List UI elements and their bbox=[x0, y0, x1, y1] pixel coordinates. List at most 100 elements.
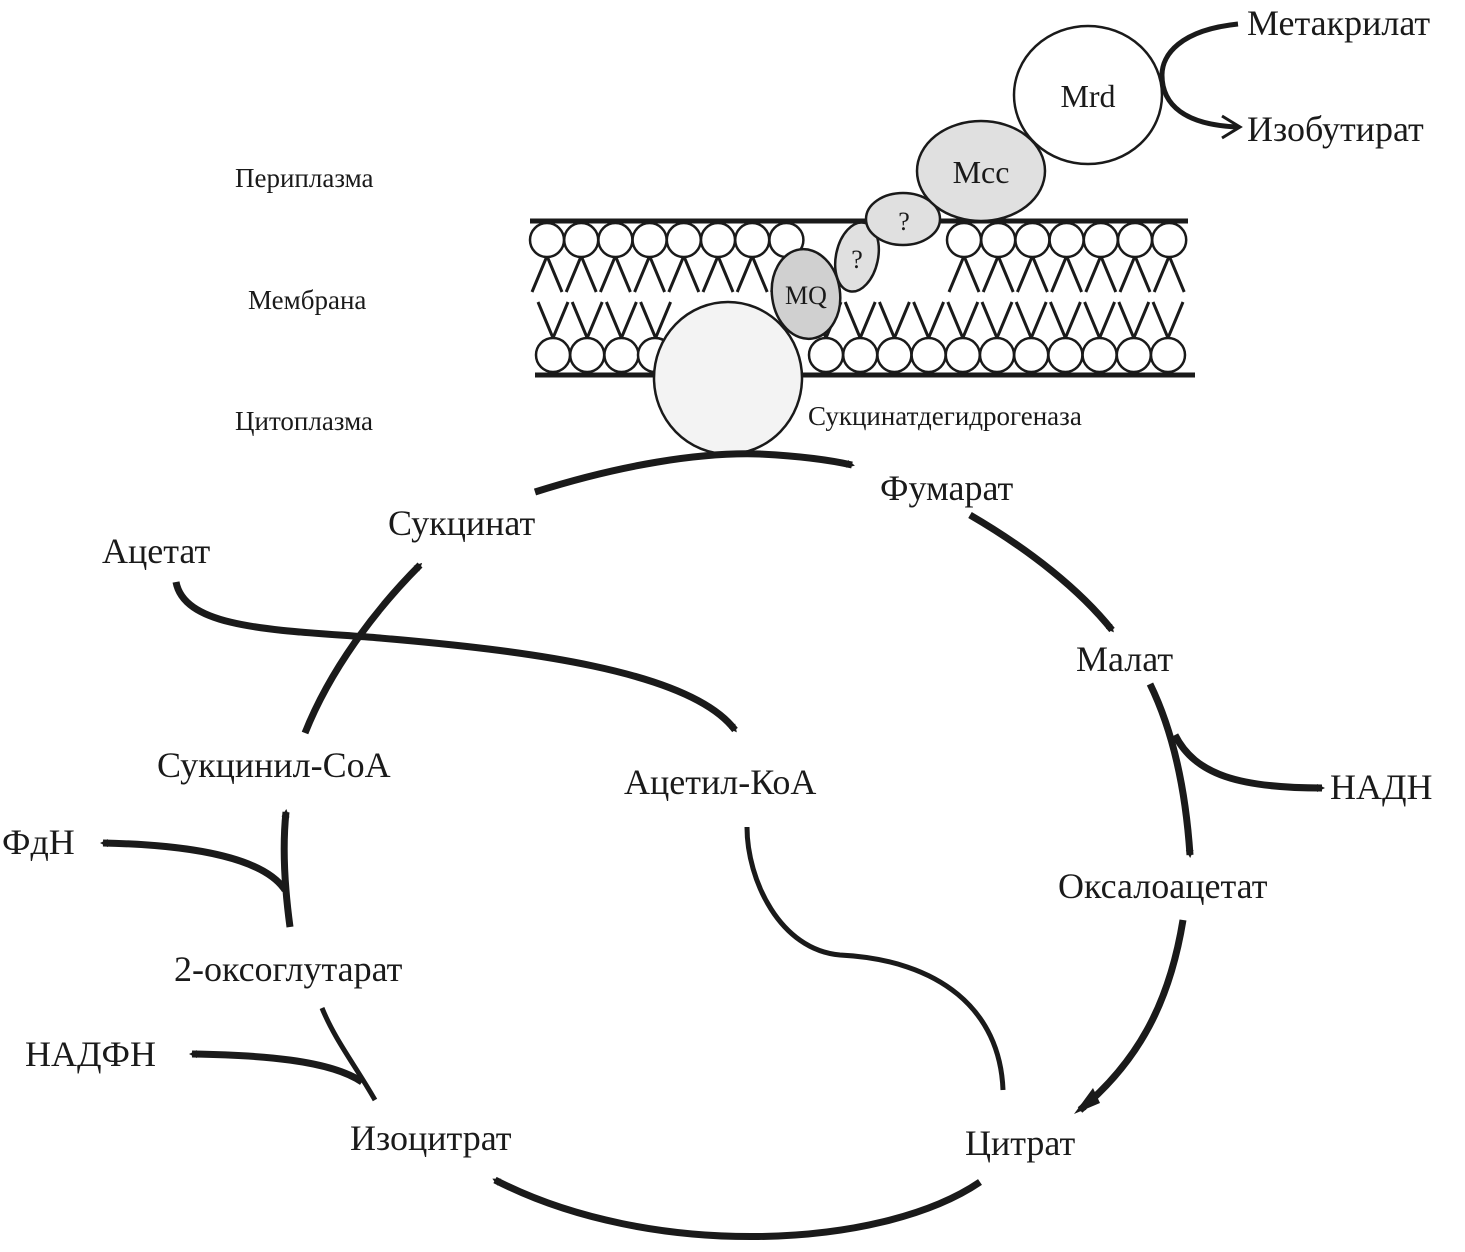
lipid-tail-upper bbox=[1084, 252, 1118, 293]
lipid-head-lower bbox=[1047, 336, 1084, 374]
lipid-head-upper bbox=[597, 221, 634, 259]
lipid-head-upper bbox=[1014, 221, 1051, 259]
mcc-label: Mcc bbox=[953, 154, 1010, 190]
nadph-label: НАДФН bbox=[25, 1034, 156, 1074]
fumarate-to-malate-arrow bbox=[968, 511, 1115, 633]
lipid-head-upper bbox=[1116, 221, 1154, 259]
lipid-tail-upper bbox=[530, 252, 564, 293]
oxaloacetate-label: Оксалоацетат bbox=[1058, 866, 1268, 906]
citrate-to-isocitrate-arrow bbox=[492, 1176, 982, 1241]
isocitrate-label: Изоцитрат bbox=[350, 1118, 512, 1158]
lipid-tail-upper bbox=[1152, 252, 1186, 293]
succinate-to-fumarate-arrow bbox=[533, 450, 855, 496]
lipid-head-upper bbox=[699, 221, 737, 259]
unknown-protein-2-label: ? bbox=[898, 207, 910, 236]
lipid-head-lower bbox=[944, 336, 982, 374]
nadph-branch-arrow bbox=[189, 1050, 364, 1085]
lipid-molecules bbox=[528, 221, 1188, 374]
lipid-head-lower bbox=[603, 336, 640, 374]
lipid-tail-lower bbox=[570, 301, 604, 342]
succinyl-coa-to-succinate-arrow bbox=[301, 562, 423, 735]
lipid-tail-lower bbox=[1014, 301, 1048, 342]
lipid-head-lower bbox=[568, 336, 606, 374]
lipid-tail-lower bbox=[605, 301, 638, 342]
lipid-tail-lower bbox=[1083, 301, 1116, 342]
lipid-tail-lower bbox=[536, 301, 570, 342]
lipid-head-upper bbox=[528, 221, 566, 259]
oxoglutarate-to-succinyl-coa-arrow bbox=[280, 809, 294, 928]
periplasm-label: Периплазма bbox=[235, 163, 374, 193]
unknown-protein-1 bbox=[833, 221, 881, 293]
malate-to-oxaloacetate-arrow bbox=[1146, 682, 1194, 858]
cytoplasm-label: Цитоплазма bbox=[235, 406, 373, 436]
isobutyrate-arrowhead bbox=[1221, 114, 1243, 140]
methacrylate-to-isobutyrate-arrow bbox=[1159, 21, 1239, 130]
lipid-tail-lower bbox=[878, 301, 911, 342]
lipid-tail-upper bbox=[667, 252, 701, 293]
lipid-head-lower bbox=[534, 336, 572, 374]
mrd-label: Mrd bbox=[1060, 78, 1115, 114]
citrate-label: Цитрат bbox=[965, 1123, 1075, 1163]
lipid-head-lower bbox=[841, 336, 879, 374]
isobutyrate-label: Изобутират bbox=[1247, 109, 1424, 149]
menaquinone bbox=[770, 247, 842, 341]
lipid-tail-lower bbox=[912, 301, 945, 342]
lipid-head-lower bbox=[978, 336, 1016, 374]
lipid-tail-lower bbox=[843, 301, 877, 342]
succinate-dehydrogenase bbox=[652, 300, 804, 456]
membrane-label: Мембрана bbox=[248, 285, 366, 315]
fumarate-label: Фумарат bbox=[880, 468, 1014, 508]
lipid-head-lower bbox=[910, 336, 947, 374]
mcc-protein bbox=[915, 119, 1047, 223]
lipid-tail-upper bbox=[599, 252, 632, 293]
lipid-tail-upper bbox=[1118, 252, 1152, 293]
lipid-head-upper bbox=[665, 221, 703, 259]
lipid-head-lower bbox=[1149, 336, 1187, 374]
oxaloacetate-to-citrate-arrow bbox=[1077, 919, 1187, 1113]
lipid-tail-upper bbox=[564, 252, 598, 293]
lipid-tail-lower bbox=[1049, 301, 1082, 342]
lipid-tail-upper bbox=[1016, 252, 1049, 293]
malate-label: Малат bbox=[1076, 639, 1173, 679]
acetyl-coa-label: Ацетил-КоА bbox=[624, 762, 816, 802]
fdh-branch-arrow bbox=[100, 839, 288, 893]
lipid-head-upper bbox=[1048, 221, 1085, 259]
mq-label: MQ bbox=[785, 281, 827, 310]
fdh-label: ФдН bbox=[2, 822, 75, 862]
methacrylate-label: Метакрилат bbox=[1247, 3, 1430, 43]
oxoglutarate-label: 2-оксоглутарат bbox=[174, 949, 403, 989]
acetate-label: Ацетат bbox=[102, 531, 210, 571]
lipid-head-lower bbox=[1081, 336, 1118, 374]
acetyl-coa-to-citrate-arrow bbox=[744, 826, 1006, 1091]
lipid-head-lower bbox=[876, 336, 913, 374]
lipid-tail-lower bbox=[1117, 301, 1151, 342]
lipid-tail-upper bbox=[1050, 252, 1083, 293]
lipid-head-upper bbox=[1082, 221, 1120, 259]
isocitrate-to-oxoglutarate-arrow bbox=[319, 1007, 378, 1102]
succinate-label: Сукцинат bbox=[388, 503, 535, 543]
sdh-label: Сукцинатдегидрогеназа bbox=[808, 401, 1082, 431]
lipid-head-upper bbox=[1150, 221, 1188, 259]
lipid-head-lower bbox=[807, 336, 845, 374]
unknown-protein-1-label: ? bbox=[851, 245, 863, 274]
membrane-bilayer bbox=[528, 218, 1195, 378]
lipid-tail-upper bbox=[735, 252, 769, 293]
lipid-tail-upper bbox=[701, 252, 735, 293]
lipid-tail-upper bbox=[947, 252, 981, 293]
lipid-head-upper bbox=[945, 221, 983, 259]
acetate-to-acetyl-coa-arrow bbox=[172, 581, 738, 733]
succinyl-coa-label: Сукцинил-СоА bbox=[157, 745, 391, 785]
lipid-head-upper bbox=[562, 221, 600, 259]
nadh-branch-arrow bbox=[1171, 733, 1325, 792]
lipid-head-upper bbox=[979, 221, 1017, 259]
lipid-head-lower bbox=[1115, 336, 1153, 374]
lipid-tail-upper bbox=[633, 252, 666, 293]
citrate-arrowhead bbox=[1074, 1088, 1100, 1114]
lipid-head-upper bbox=[631, 221, 668, 259]
lipid-tail-lower bbox=[980, 301, 1014, 342]
lipid-head-lower bbox=[1012, 336, 1050, 374]
lipid-tail-upper bbox=[981, 252, 1015, 293]
lipid-tail-lower bbox=[1151, 301, 1185, 342]
lipid-head-upper bbox=[733, 221, 771, 259]
